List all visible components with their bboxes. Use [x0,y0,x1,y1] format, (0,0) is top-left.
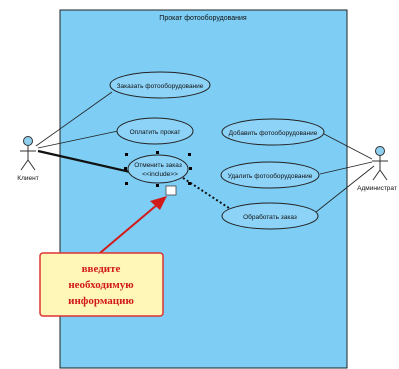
use-case-process[interactable] [221,202,319,230]
actor-client[interactable] [20,136,36,171]
use-case-delete-label: Удалить фотооборудование [228,172,313,180]
use-case-cancel-label: Отменить заказ [134,162,182,169]
association-admin-process[interactable] [315,165,375,213]
callout-line-2: необходимую [68,279,133,291]
association-client-pay[interactable] [37,130,119,149]
use-case-pay[interactable] [116,117,194,145]
resize-handle-ml[interactable] [124,167,127,170]
selection-handles[interactable] [124,151,192,187]
resize-handle-tr[interactable] [188,153,191,156]
use-case-pay-label: Оплатить прокат [130,129,181,136]
callout-box [39,252,164,317]
system-title: Прокат фотооборудования [159,14,247,22]
use-case-delete[interactable] [220,161,320,189]
use-case-add[interactable] [221,118,325,146]
actor-client-head [23,136,33,146]
resize-handle-bc[interactable] [156,184,159,187]
callout-line-1: введите [82,263,121,275]
association-client-order[interactable] [35,91,113,147]
callout-line-3: информацию [68,295,134,307]
include-dependency[interactable] [182,177,233,211]
use-case-cancel-stereotype: <<include>> [142,171,178,178]
resize-handle-br[interactable] [188,182,191,185]
use-case-add-label: Добавить фотооборудование [229,129,318,137]
actor-admin-label: Администрат [357,185,397,192]
association-admin-delete[interactable] [319,161,373,175]
association-admin-add[interactable] [323,133,373,160]
resize-handle-bl[interactable] [125,182,128,185]
actor-admin-head [375,146,385,156]
resize-handle-mr[interactable] [189,167,192,170]
use-case-order[interactable] [109,71,211,99]
use-case-order-label: Заказать фотооборудование [117,82,204,90]
resize-handle-tc[interactable] [156,151,159,154]
association-client-cancel[interactable] [37,149,131,174]
use-case-process-label: Обработать заказ [243,213,297,221]
resize-handle-tl[interactable] [125,153,128,156]
use-case-cancel[interactable] [127,154,189,184]
callout-arrowhead [150,196,167,210]
callout-arrow [99,203,159,254]
actor-admin[interactable] [372,146,388,181]
actor-client-label: Клиент [17,175,38,182]
inline-edit-box[interactable] [165,185,177,196]
